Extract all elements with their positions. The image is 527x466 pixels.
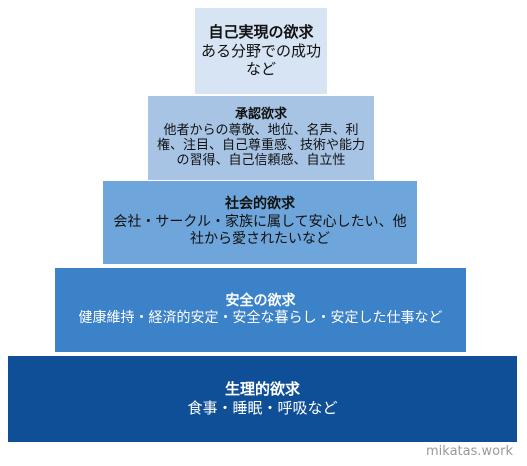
pyramid-level-physiological: 生理的欲求 食事・睡眠・呼吸など [8,356,517,442]
pyramid-level-esteem: 承認欲求 他者からの尊敬、地位、名声、利権、注目、自己尊重感、技術や能力の習得、… [148,96,374,180]
level-description: ある分野での成功など [201,41,322,79]
pyramid-level-safety: 安全の欲求 健康維持・経済的安定・安全な暮らし・安定した仕事など [55,268,466,352]
level-title: 承認欲求 [234,107,287,123]
watermark-text: mikatas.work [426,444,513,459]
level-description: 健康維持・経済的安定・安全な暮らし・安定した仕事など [78,310,443,326]
level-description: 他者からの尊敬、地位、名声、利権、注目、自己尊重感、技術や能力の習得、自己信頼感… [156,122,365,168]
level-description: 食事・睡眠・呼吸など [187,399,338,417]
level-title: 社会的欲求 [225,196,295,213]
level-description: 会社・サークル・家族に属して安心したい、他社から愛されたいなど [113,213,407,248]
pyramid-level-social: 社会的欲求 会社・サークル・家族に属して安心したい、他社から愛されたいなど [103,181,417,264]
pyramid-level-self-actualization: 自己実現の欲求 ある分野での成功など [195,8,327,94]
level-title: 安全の欲求 [225,292,296,309]
level-title: 生理的欲求 [224,380,300,399]
level-title: 自己実現の欲求 [208,22,314,41]
